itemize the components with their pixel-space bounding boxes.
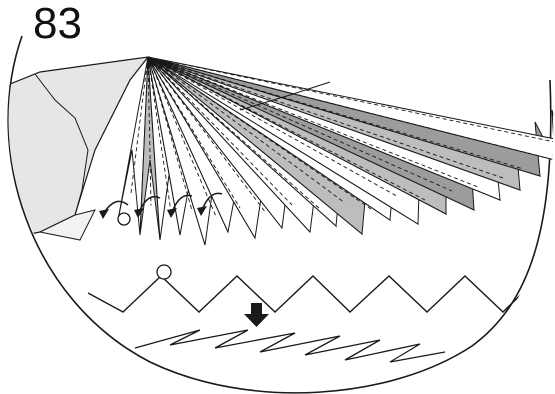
pleated-fan	[118, 57, 555, 245]
circle-marker-icon	[118, 213, 130, 225]
model-body-left	[0, 57, 148, 240]
diagram-content	[0, 57, 555, 362]
arrowhead	[99, 209, 109, 219]
collapsed-pleats	[135, 330, 445, 362]
arrow-heads	[99, 206, 207, 219]
circle-marker-icon	[157, 265, 171, 279]
arrowhead	[167, 208, 177, 218]
down-arrow-icon	[244, 303, 269, 327]
